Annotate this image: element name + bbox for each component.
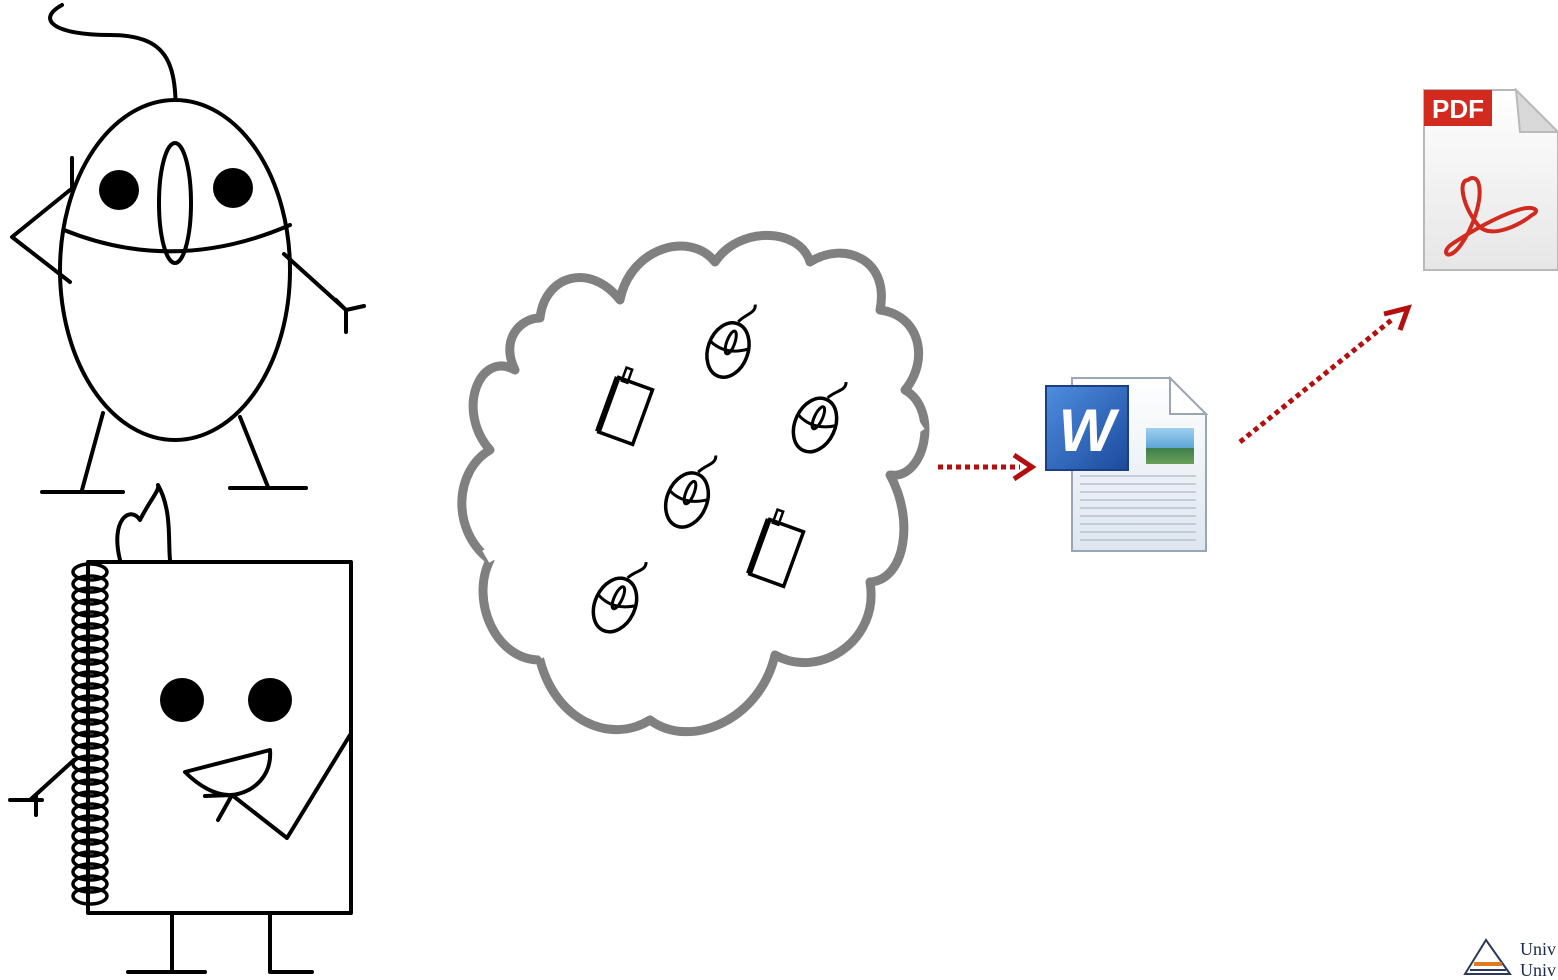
- mouse-character: [10, 3, 366, 494]
- logo-text-line2: Univ: [1520, 960, 1556, 980]
- cloud-outline: [457, 230, 930, 737]
- notebook-arm-right: [203, 733, 352, 840]
- logo-emblem: [1463, 938, 1512, 975]
- mouse-button-line: [62, 223, 292, 254]
- arrow-to-pdf: [1238, 304, 1412, 444]
- arrow-to-word: [938, 452, 1037, 482]
- notebook-leg-right: [268, 913, 314, 974]
- university-logo: Univ Univ: [1463, 938, 1556, 980]
- pdf-document-icon: PDF: [1423, 87, 1558, 271]
- word-icon-letter: W: [1059, 397, 1120, 464]
- mouse-eye-left: [99, 170, 139, 210]
- cloud: [457, 230, 930, 737]
- pdf-icon-label: PDF: [1432, 94, 1484, 124]
- notebook-body: [86, 560, 353, 915]
- mouse-wheel: [157, 141, 193, 265]
- logo-text-line1: Univ: [1520, 939, 1556, 959]
- notebook-arm-left: [8, 758, 76, 817]
- notebook-flame: [115, 483, 172, 562]
- mouse-arm-right: [282, 252, 366, 334]
- cloud-gaps: [482, 416, 925, 659]
- mouse-leg-right: [228, 415, 308, 490]
- acrobat-logo: [1444, 176, 1538, 257]
- word-document-icon: W: [1045, 375, 1209, 552]
- mouse-cord: [48, 3, 178, 142]
- notebook-spiral: [71, 562, 109, 906]
- mouse-leg-left: [40, 411, 125, 494]
- notebook-leg-left: [126, 913, 207, 974]
- notebook-eye-left: [160, 678, 204, 722]
- notebook-character: [8, 483, 353, 974]
- mouse-eye-right: [213, 168, 253, 208]
- mouse-arm-left: [10, 156, 74, 284]
- notebook-eye-right: [248, 678, 292, 722]
